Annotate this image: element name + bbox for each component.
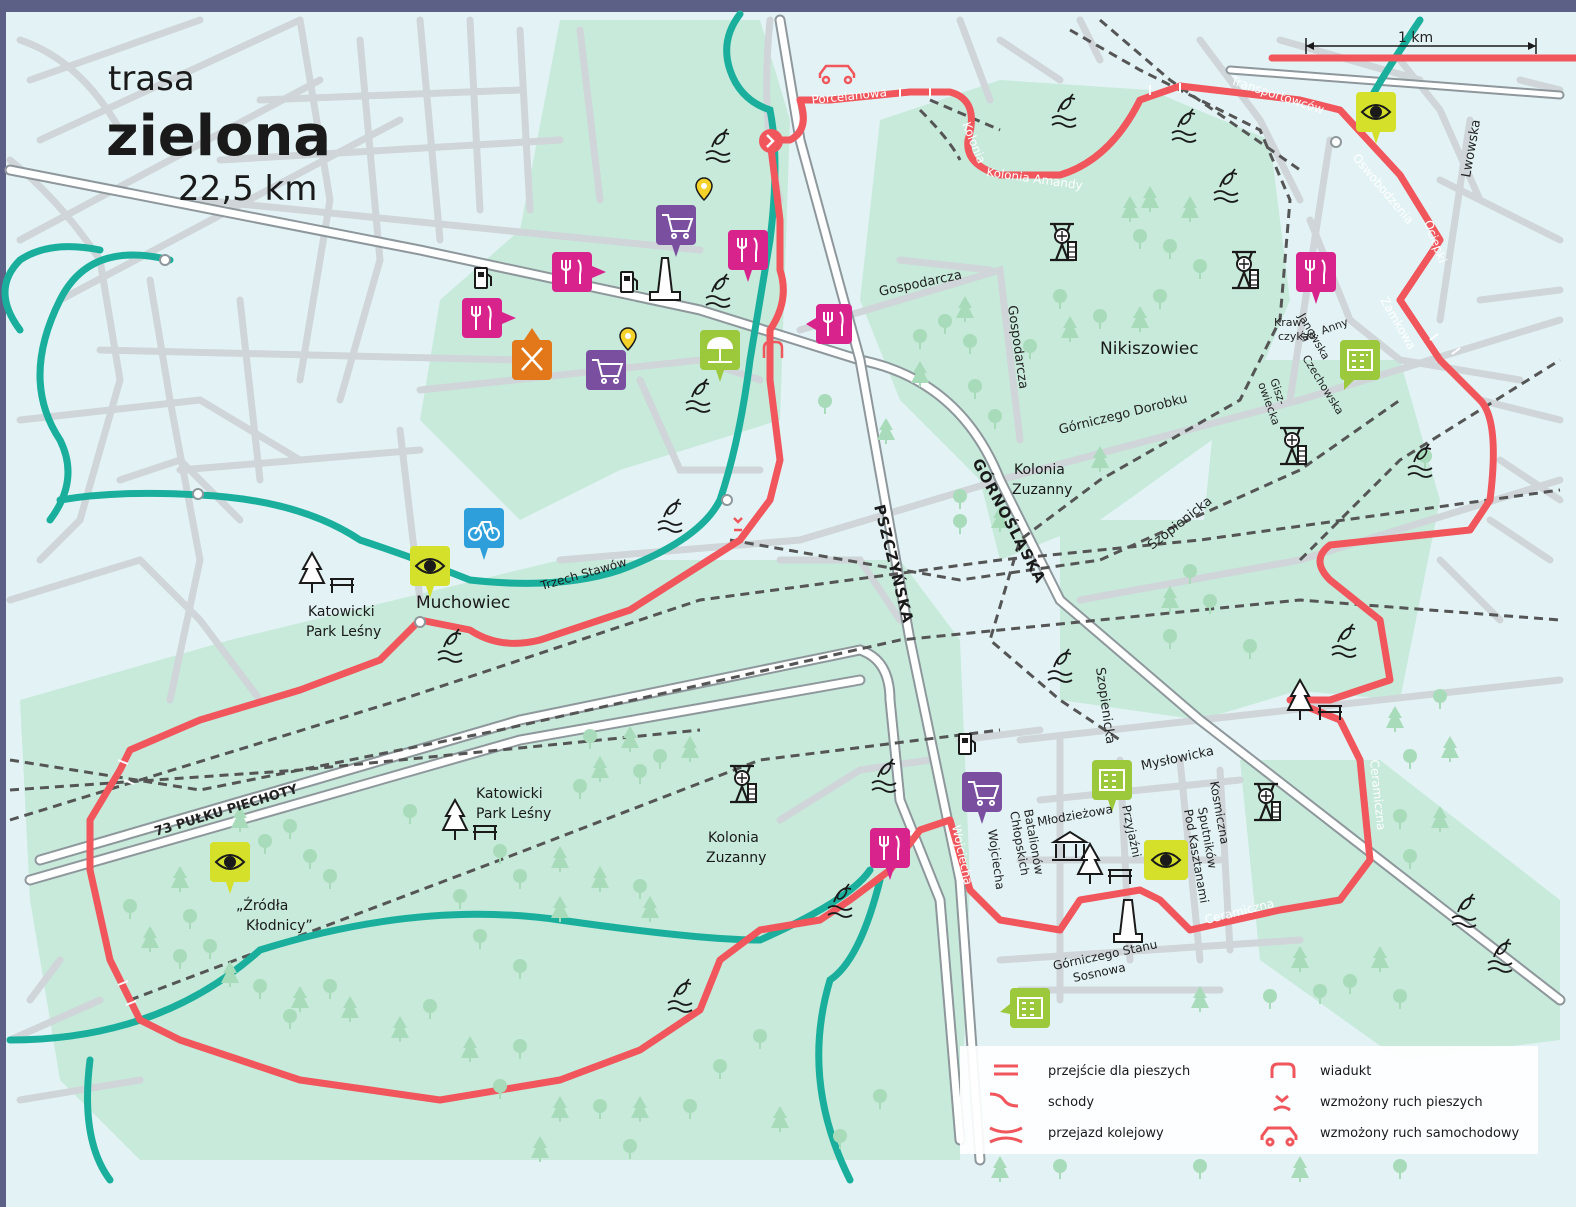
viewpoint-marker[interactable] bbox=[410, 546, 450, 598]
place-park-lesny-1-line2: Park Leśny bbox=[306, 624, 381, 640]
fork-knife-icon bbox=[879, 835, 900, 860]
legend-item-car-traffic: wzmożony ruch samochodowy bbox=[1320, 1126, 1520, 1141]
beach-marker[interactable] bbox=[700, 330, 740, 382]
place-muchowiec: Muchowiec bbox=[416, 593, 510, 613]
scale-label: 1 km bbox=[1398, 30, 1433, 46]
shopping-cart-icon bbox=[662, 214, 694, 239]
route-crossings bbox=[117, 83, 1461, 1006]
restaurant-marker[interactable] bbox=[1296, 252, 1336, 304]
shopping-marker[interactable] bbox=[586, 350, 626, 390]
buildings-icon bbox=[1099, 769, 1125, 791]
place-kolonia-zuzanny-2-line2: Zuzanny bbox=[706, 850, 766, 866]
fork-knife-icon bbox=[561, 259, 582, 284]
title-length: 22,5 km bbox=[178, 169, 317, 209]
bike-rental-marker[interactable] bbox=[464, 508, 504, 560]
title-name: zielona bbox=[106, 104, 331, 169]
fork-knife-icon bbox=[1305, 259, 1326, 284]
tools-icon bbox=[521, 347, 543, 371]
route-start-marker bbox=[759, 129, 783, 153]
place-nikiszowiec: Nikiszowiec bbox=[1100, 339, 1199, 359]
eye-icon bbox=[1150, 852, 1182, 868]
location-pin-icon bbox=[619, 327, 637, 352]
buildings-icon bbox=[1017, 997, 1043, 1019]
car-traffic-icon bbox=[818, 64, 856, 85]
teal-route bbox=[1, 10, 1424, 1184]
viaduct-icon bbox=[762, 340, 784, 358]
fork-knife-icon bbox=[471, 305, 492, 330]
bike-icon bbox=[468, 521, 500, 541]
fork-knife-icon bbox=[823, 311, 844, 336]
stairs-icon bbox=[989, 1092, 1019, 1108]
legend-item-pedestrian-traffic: wzmożony ruch pieszych bbox=[1320, 1095, 1483, 1110]
building-icon bbox=[1050, 830, 1090, 861]
place-kolonia-zuzanny-1-line2: Zuzanny bbox=[1012, 482, 1072, 498]
place-park-lesny-1-line1: Katowicki bbox=[308, 604, 375, 620]
main-roads bbox=[4, 14, 1566, 1166]
place-park-lesny-2-line2: Park Leśny bbox=[476, 806, 551, 822]
place-zrodla-line2: Kłodnicy” bbox=[246, 918, 313, 934]
place-park-lesny-2-line1: Katowicki bbox=[476, 786, 543, 802]
scale-bar: 1 km bbox=[1305, 30, 1537, 54]
service-marker[interactable] bbox=[512, 328, 552, 380]
title-prefix: trasa bbox=[108, 59, 195, 99]
shopping-marker[interactable] bbox=[962, 772, 1002, 824]
eye-icon bbox=[414, 558, 446, 574]
street-krawczyka-line1: Kraw- bbox=[1274, 316, 1305, 329]
fork-knife-icon bbox=[737, 237, 758, 262]
restaurant-marker[interactable] bbox=[462, 298, 516, 338]
housing-estate-marker[interactable] bbox=[1340, 340, 1380, 390]
railways bbox=[9, 18, 1561, 1002]
buildings-icon bbox=[1347, 349, 1373, 371]
street-krawczyka-line2: czyka bbox=[1278, 330, 1309, 343]
park-areas bbox=[20, 20, 1560, 1160]
viewpoint-marker[interactable] bbox=[210, 842, 250, 894]
restaurant-marker[interactable] bbox=[870, 828, 910, 880]
eye-icon bbox=[1360, 104, 1392, 120]
restaurant-marker[interactable] bbox=[728, 230, 768, 282]
car-traffic-icon bbox=[1260, 1126, 1298, 1147]
shopping-cart-icon bbox=[968, 781, 1000, 806]
place-kolonia-zuzanny-1-line1: Kolonia bbox=[1014, 462, 1065, 478]
legend-item-viaduct: wiadukt bbox=[1320, 1064, 1371, 1079]
legend: przejście dla pieszych schody przejazd k… bbox=[960, 1046, 1538, 1154]
viaduct-icon bbox=[1270, 1062, 1296, 1078]
legend-item-railway-crossing: przejazd kolejowy bbox=[1048, 1126, 1164, 1141]
pedestrian-traffic-icon bbox=[733, 517, 743, 532]
place-kolonia-zuzanny-2-line1: Kolonia bbox=[708, 830, 759, 846]
pedestrian-traffic-icon bbox=[1273, 1094, 1291, 1112]
location-pin-icon bbox=[695, 177, 713, 202]
restaurant-marker[interactable] bbox=[806, 304, 852, 344]
shopping-marker[interactable] bbox=[656, 205, 696, 257]
viewpoint-marker[interactable] bbox=[1356, 92, 1396, 144]
restaurant-marker[interactable] bbox=[552, 252, 606, 292]
legend-item-crosswalk: przejście dla pieszych bbox=[1048, 1064, 1190, 1079]
monument-icon bbox=[649, 257, 681, 301]
railway-crossing-icon bbox=[989, 1126, 1023, 1144]
crosswalk-icon bbox=[994, 1064, 1018, 1076]
umbrella-icon bbox=[706, 337, 734, 363]
place-labels: Muchowiec Nikiszowiec Kolonia Zuzanny Ko… bbox=[236, 339, 1199, 934]
viewpoint-marker[interactable] bbox=[1144, 840, 1188, 880]
junction-dots bbox=[159, 136, 1342, 628]
housing-estate-marker[interactable] bbox=[1000, 988, 1050, 1028]
legend-item-stairs: schody bbox=[1048, 1095, 1094, 1110]
eye-icon bbox=[214, 854, 246, 870]
map-title: trasa zielona 22,5 km bbox=[106, 59, 331, 209]
housing-estate-marker[interactable] bbox=[1092, 760, 1132, 812]
shopping-cart-icon bbox=[592, 359, 624, 384]
monument-icon bbox=[1113, 899, 1143, 943]
place-zrodla-line1: „Źródła bbox=[236, 896, 288, 914]
legend-box bbox=[960, 1046, 1538, 1154]
red-route bbox=[86, 54, 1576, 1104]
